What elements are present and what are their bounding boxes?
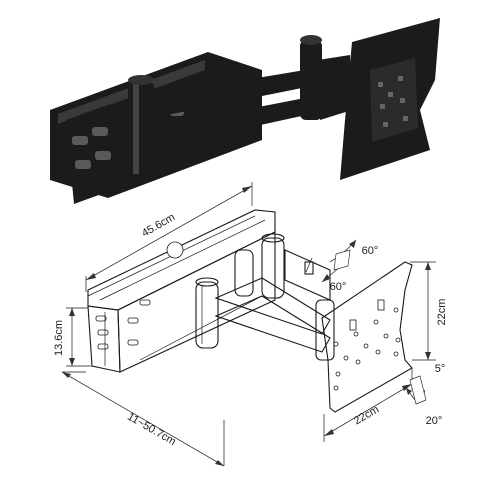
dim-extension [61, 371, 225, 467]
extension-label: 11~50.7cm [125, 411, 178, 448]
tv-plate-drawing [321, 261, 413, 413]
tilt-down-label: 20° [426, 415, 443, 427]
swivel-arrows [321, 239, 357, 283]
width-label: 45.6cm [140, 211, 177, 239]
tilt-up-label: 5° [435, 363, 446, 375]
arms-drawing [195, 233, 335, 361]
dim-plate-width [323, 368, 413, 442]
mount-photo [50, 18, 440, 204]
plate-width-label: 22cm [352, 403, 381, 427]
wall-bracket-drawing [87, 209, 276, 373]
line-drawing: 45.6cm 13.6cm 11~50.7cm 22cm 22cm 60° 60… [53, 182, 448, 467]
swivel-right-label: 60° [330, 281, 347, 293]
tv-plate-photo [340, 18, 440, 180]
swing-arms-photo [148, 35, 352, 148]
pivot-column-photo [128, 75, 154, 178]
dim-width [85, 182, 253, 292]
dim-plate-height [410, 261, 436, 361]
height-label: 13.6cm [53, 320, 65, 356]
dim-height [66, 307, 92, 367]
swivel-left-label: 60° [362, 245, 379, 257]
plate-height-label: 22cm [436, 299, 448, 326]
tilt-arrows [405, 375, 427, 405]
